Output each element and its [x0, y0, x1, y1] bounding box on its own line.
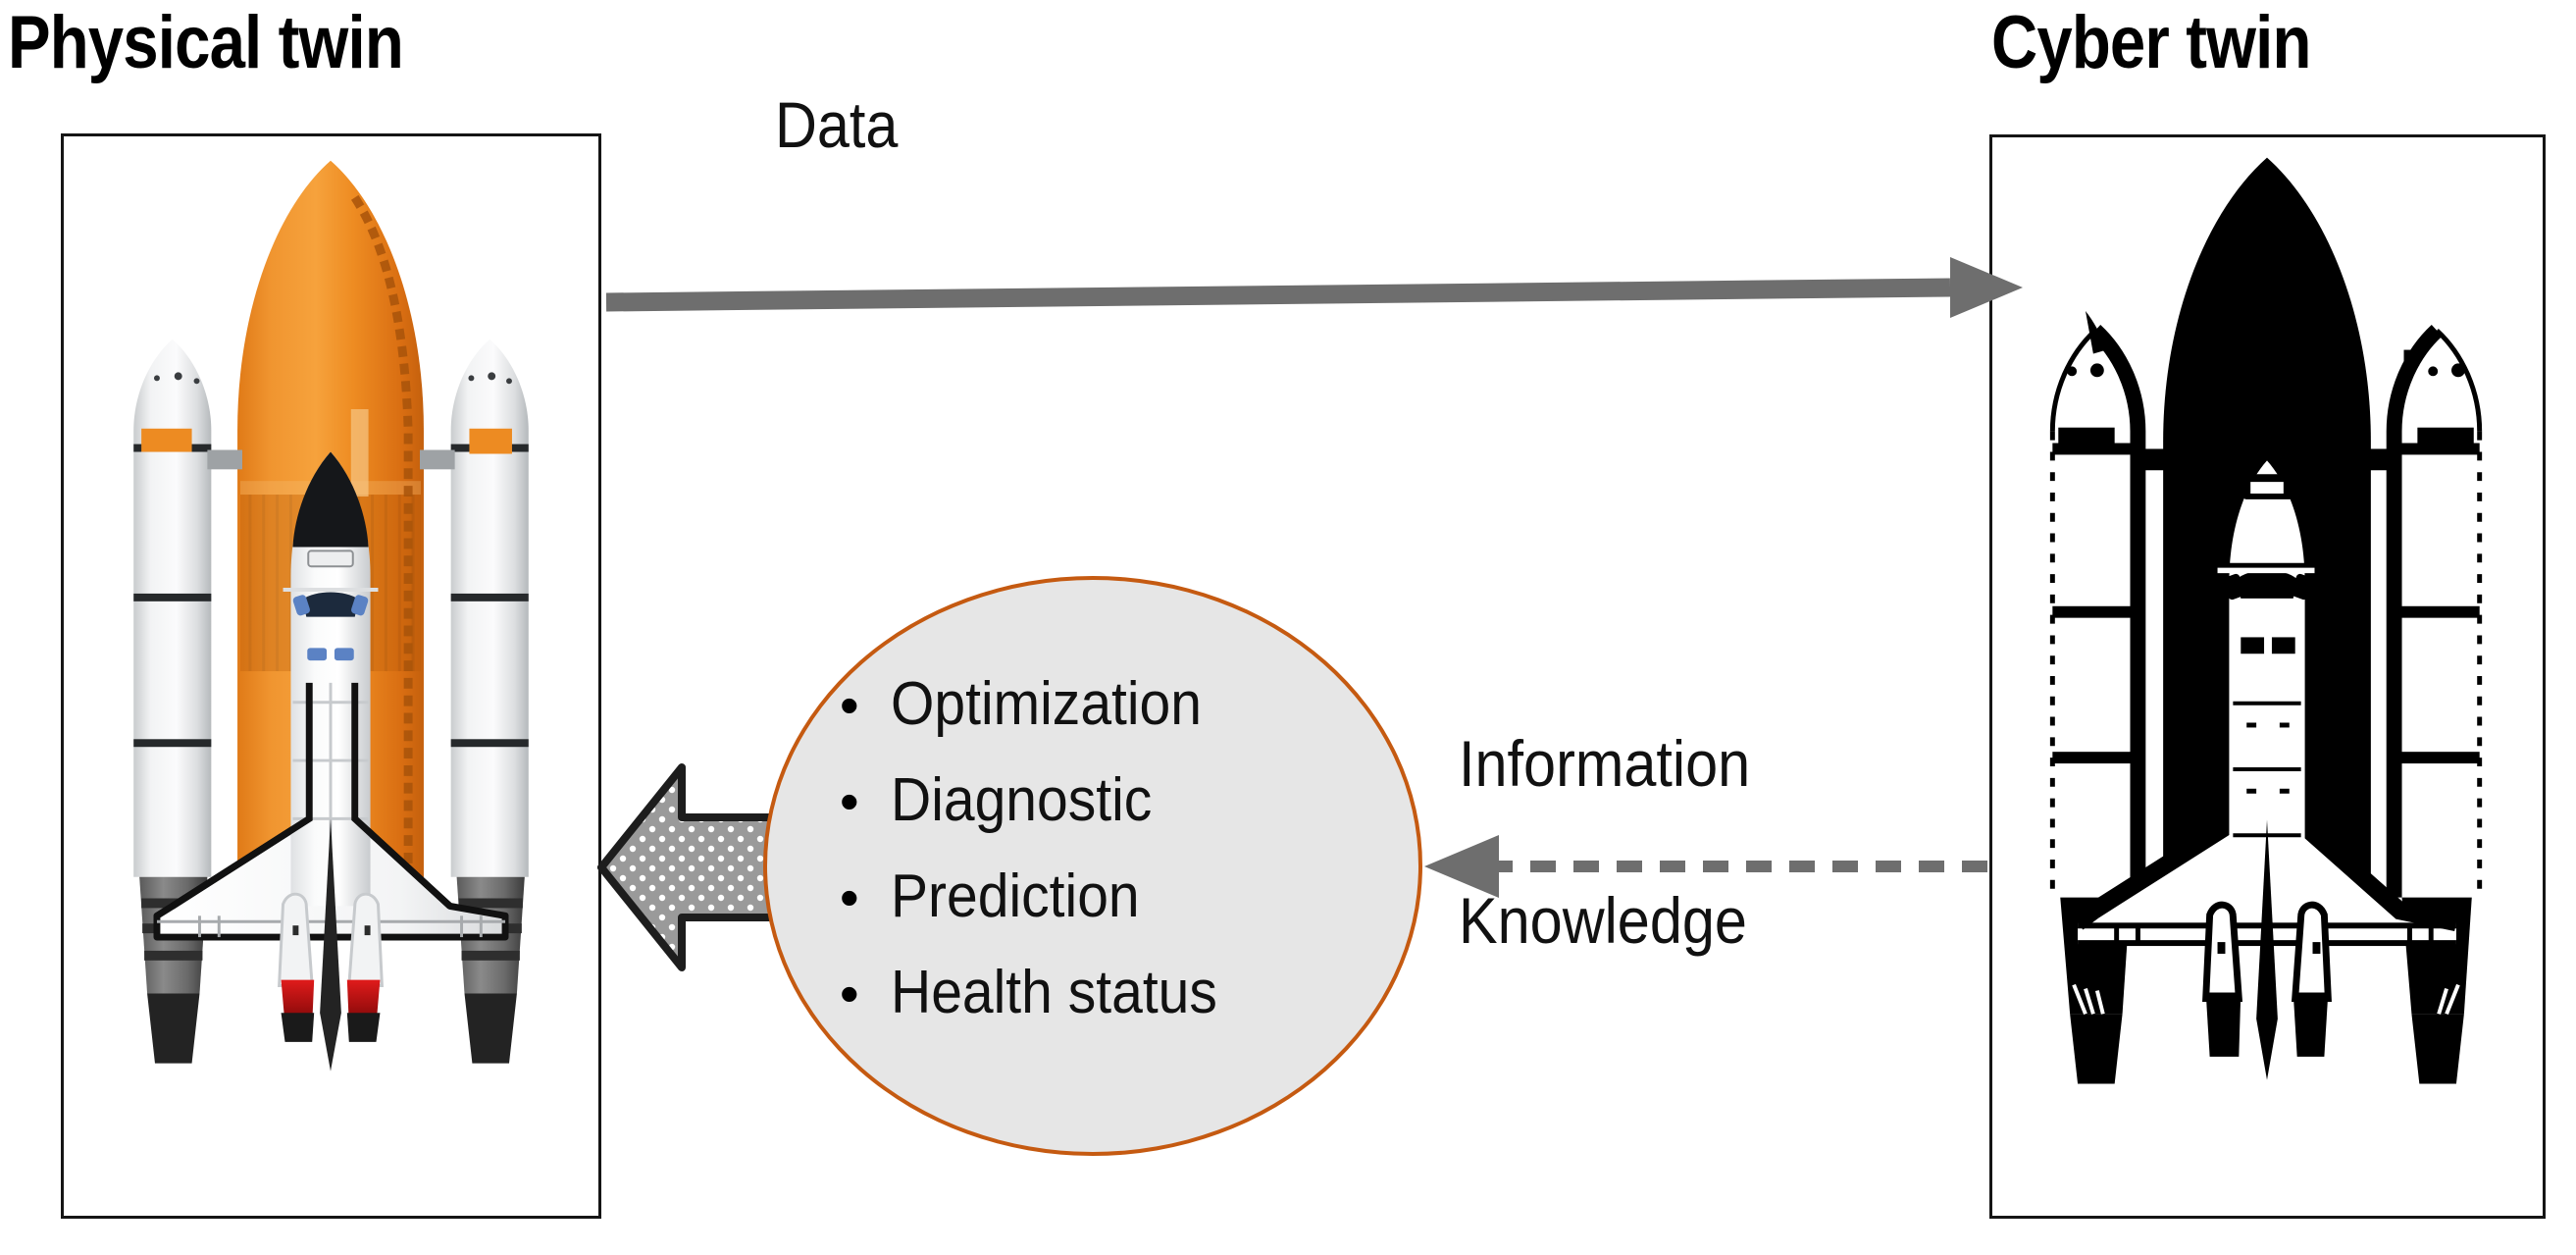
- list-item: • Health status: [840, 958, 1422, 1059]
- list-item-label: Health status: [891, 958, 1217, 1026]
- data-arrow-label: Data: [775, 88, 899, 161]
- list-item: • Prediction: [840, 862, 1422, 963]
- bullet-icon: •: [840, 865, 859, 928]
- list-item-label: Optimization: [891, 669, 1203, 738]
- bullet-icon: •: [840, 673, 859, 736]
- space-shuttle-color-image: [133, 160, 529, 1072]
- knowledge-label: Knowledge: [1459, 884, 1747, 957]
- list-item: • Optimization: [840, 669, 1422, 770]
- list-item: • Diagnostic: [840, 765, 1422, 866]
- capabilities-list: • Optimization • Diagnostic • Prediction…: [763, 576, 1422, 1156]
- cyber-twin-panel: [1989, 134, 2546, 1219]
- physical-twin-panel: [61, 133, 601, 1219]
- information-label: Information: [1459, 727, 1751, 800]
- page-title-cyber-twin: Cyber twin: [1991, 1, 2311, 84]
- bullet-icon: •: [840, 962, 859, 1024]
- page-title-physical-twin: Physical twin: [8, 1, 404, 84]
- list-item-label: Prediction: [891, 862, 1140, 930]
- bullet-icon: •: [840, 769, 859, 832]
- list-item-label: Diagnostic: [891, 765, 1153, 834]
- space-shuttle-silhouette-image: [2049, 157, 2483, 1084]
- capabilities-ellipse: [763, 576, 1422, 1156]
- data-arrow: [605, 257, 2023, 318]
